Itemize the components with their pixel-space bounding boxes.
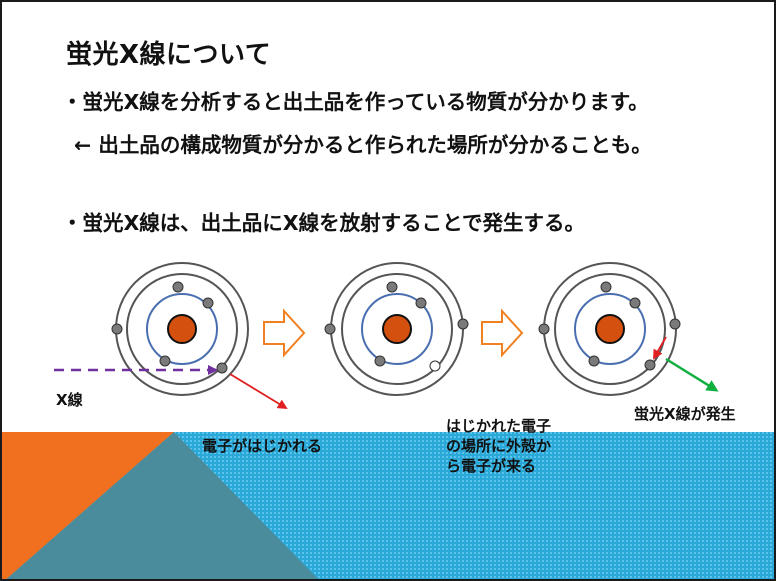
slide-title: 蛍光X線について xyxy=(66,40,272,70)
xray-label: X線 xyxy=(56,391,83,409)
arrow-line-origin: ← 出土品の構成物質が分かると作られた場所が分かることも。 xyxy=(74,133,652,157)
electron-transition-arrow xyxy=(653,336,667,360)
electron xyxy=(216,362,228,374)
electron xyxy=(457,318,469,330)
electron xyxy=(588,355,600,367)
vacancy-filled-label: はじかれた電子 の場所に外殻か ら電子が来る xyxy=(446,417,552,475)
electron xyxy=(386,281,398,293)
electron-vacancy xyxy=(429,360,441,372)
fluorescence-label: 蛍光X線が発生 xyxy=(634,405,736,423)
electron xyxy=(538,323,550,335)
outer-shell-inner xyxy=(341,273,453,385)
inner-shell xyxy=(574,293,646,365)
outer-shell-inner xyxy=(126,273,238,385)
electron xyxy=(644,359,656,371)
nucleus xyxy=(167,314,197,344)
atom-before-xray xyxy=(111,262,249,396)
electron-ejected-label: 電子がはじかれる xyxy=(202,437,323,455)
orange-triangle xyxy=(2,432,174,579)
electron xyxy=(600,281,612,293)
bullet-line-analysis: ・蛍光X線を分析すると出土品を作っている物質が分かります。 xyxy=(62,90,649,114)
electron xyxy=(324,323,336,335)
electron xyxy=(111,323,123,335)
electron xyxy=(669,318,681,330)
nucleus xyxy=(595,314,625,344)
bullet-line-generation: ・蛍光X線は、出土品にX線を放射することで発生する。 xyxy=(62,211,585,235)
xray-fluorescence-diagram xyxy=(54,262,719,410)
electron xyxy=(374,355,386,367)
electron xyxy=(415,297,427,309)
step-arrow-icon xyxy=(481,308,524,358)
electron xyxy=(629,297,641,309)
outer-shell-inner xyxy=(554,273,666,385)
electron xyxy=(202,297,214,309)
fluorescence-xray-arrow xyxy=(665,357,719,392)
step-arrow-icon xyxy=(263,308,306,358)
inner-shell xyxy=(361,293,433,365)
inner-shell xyxy=(146,293,218,365)
electron xyxy=(172,281,184,293)
decorative-bottom-band xyxy=(2,432,774,579)
atom-electron-vacancy xyxy=(324,262,469,396)
atom-fluorescence xyxy=(538,262,681,396)
ejected-electron-arrow xyxy=(229,373,288,410)
teal-triangle xyxy=(6,432,319,579)
nucleus xyxy=(382,314,412,344)
electron xyxy=(159,355,171,367)
